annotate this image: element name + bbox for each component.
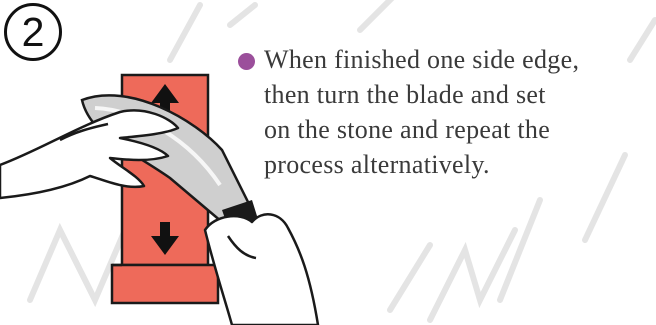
bullet-icon	[238, 53, 255, 70]
instruction-text: When finished one side edge, then turn t…	[264, 42, 656, 182]
instruction-line: on the stone and repeat the	[264, 112, 656, 147]
instruction-line: then turn the blade and set	[264, 77, 656, 112]
step-number-badge: 2	[4, 3, 62, 61]
instruction-line: process alternatively.	[264, 147, 656, 182]
right-hand	[205, 214, 318, 325]
instruction-line: When finished one side edge,	[264, 42, 656, 77]
